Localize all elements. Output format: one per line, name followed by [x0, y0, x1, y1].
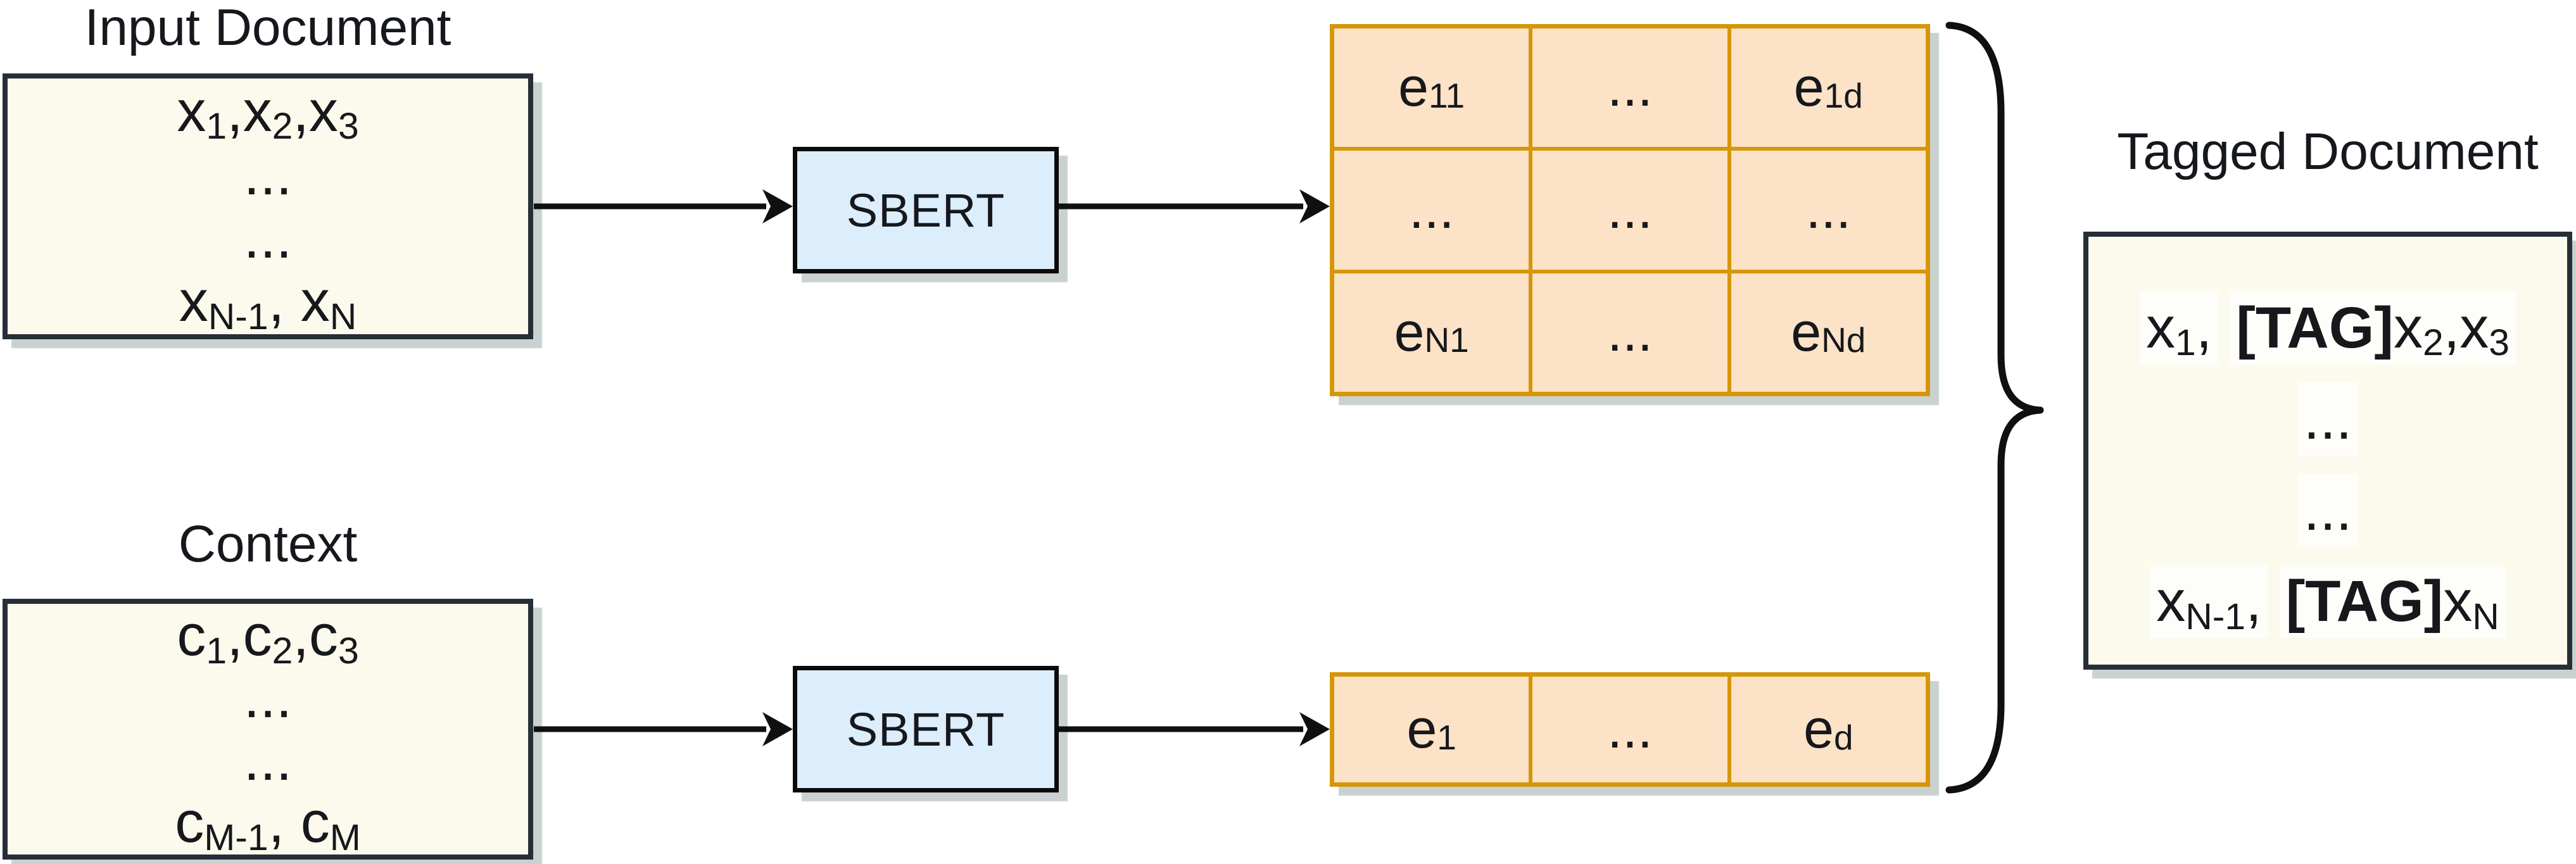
matrix-cell: ... [1334, 151, 1529, 270]
tagged-text-chunk: x1, [2139, 291, 2219, 365]
matrix-cell: ... [1731, 151, 1926, 270]
context-line: c1,c2,c3 [177, 603, 359, 672]
arrow-sbert-to-vector [1059, 712, 1330, 746]
tagged-document-title: Tagged Document [2117, 123, 2539, 180]
input-line: x1,x2,x3 [177, 78, 359, 147]
input-line: xN-1, xN [179, 268, 357, 337]
tagged-line: xN-1,[TAG]xN [2150, 564, 2506, 639]
sbert-label: SBERT [846, 703, 1006, 756]
input-line: ... [243, 142, 293, 207]
arrow-sbert-to-matrix [1059, 189, 1330, 223]
context-title: Context [178, 515, 358, 573]
context-line: cM-1, cM [175, 790, 361, 859]
input-document-box: x1,x2,x3 ... ... xN-1, xN [3, 73, 533, 339]
input-document-title: Input Document [84, 0, 451, 56]
tagged-text-chunk: [TAG]x2,x3 [2230, 291, 2516, 365]
sbert-encoder-bottom: SBERT [793, 666, 1059, 792]
tagged-document-box: x1,[TAG]x2,x3 ... ... xN-1,[TAG]xN [2083, 232, 2572, 670]
vector-cell: ... [1532, 677, 1727, 782]
matrix-cell: ... [1532, 28, 1727, 147]
tagged-line: ... [2297, 382, 2359, 456]
matrix-cell: ... [1532, 273, 1727, 392]
sbert-label: SBERT [846, 184, 1006, 237]
tagged-line: ... [2297, 473, 2359, 548]
matrix-cell: ... [1532, 151, 1727, 270]
context-line: ... [243, 727, 293, 792]
arrow-input-to-sbert [534, 189, 793, 223]
tagged-text-chunk: ... [2297, 473, 2359, 548]
context-line: ... [243, 665, 293, 730]
arrow-context-to-sbert [534, 712, 793, 746]
tagged-text-chunk: [TAG]xN [2279, 564, 2506, 639]
tagged-line: x1,[TAG]x2,x3 [2139, 291, 2516, 365]
tagged-text-chunk: ... [2297, 382, 2359, 456]
curly-brace-icon [1945, 22, 2044, 794]
context-box: c1,c2,c3 ... ... cM-1, cM [3, 599, 533, 860]
input-line: ... [243, 205, 293, 270]
sbert-encoder-top: SBERT [793, 147, 1059, 273]
tagged-text-chunk: xN-1, [2150, 564, 2268, 639]
